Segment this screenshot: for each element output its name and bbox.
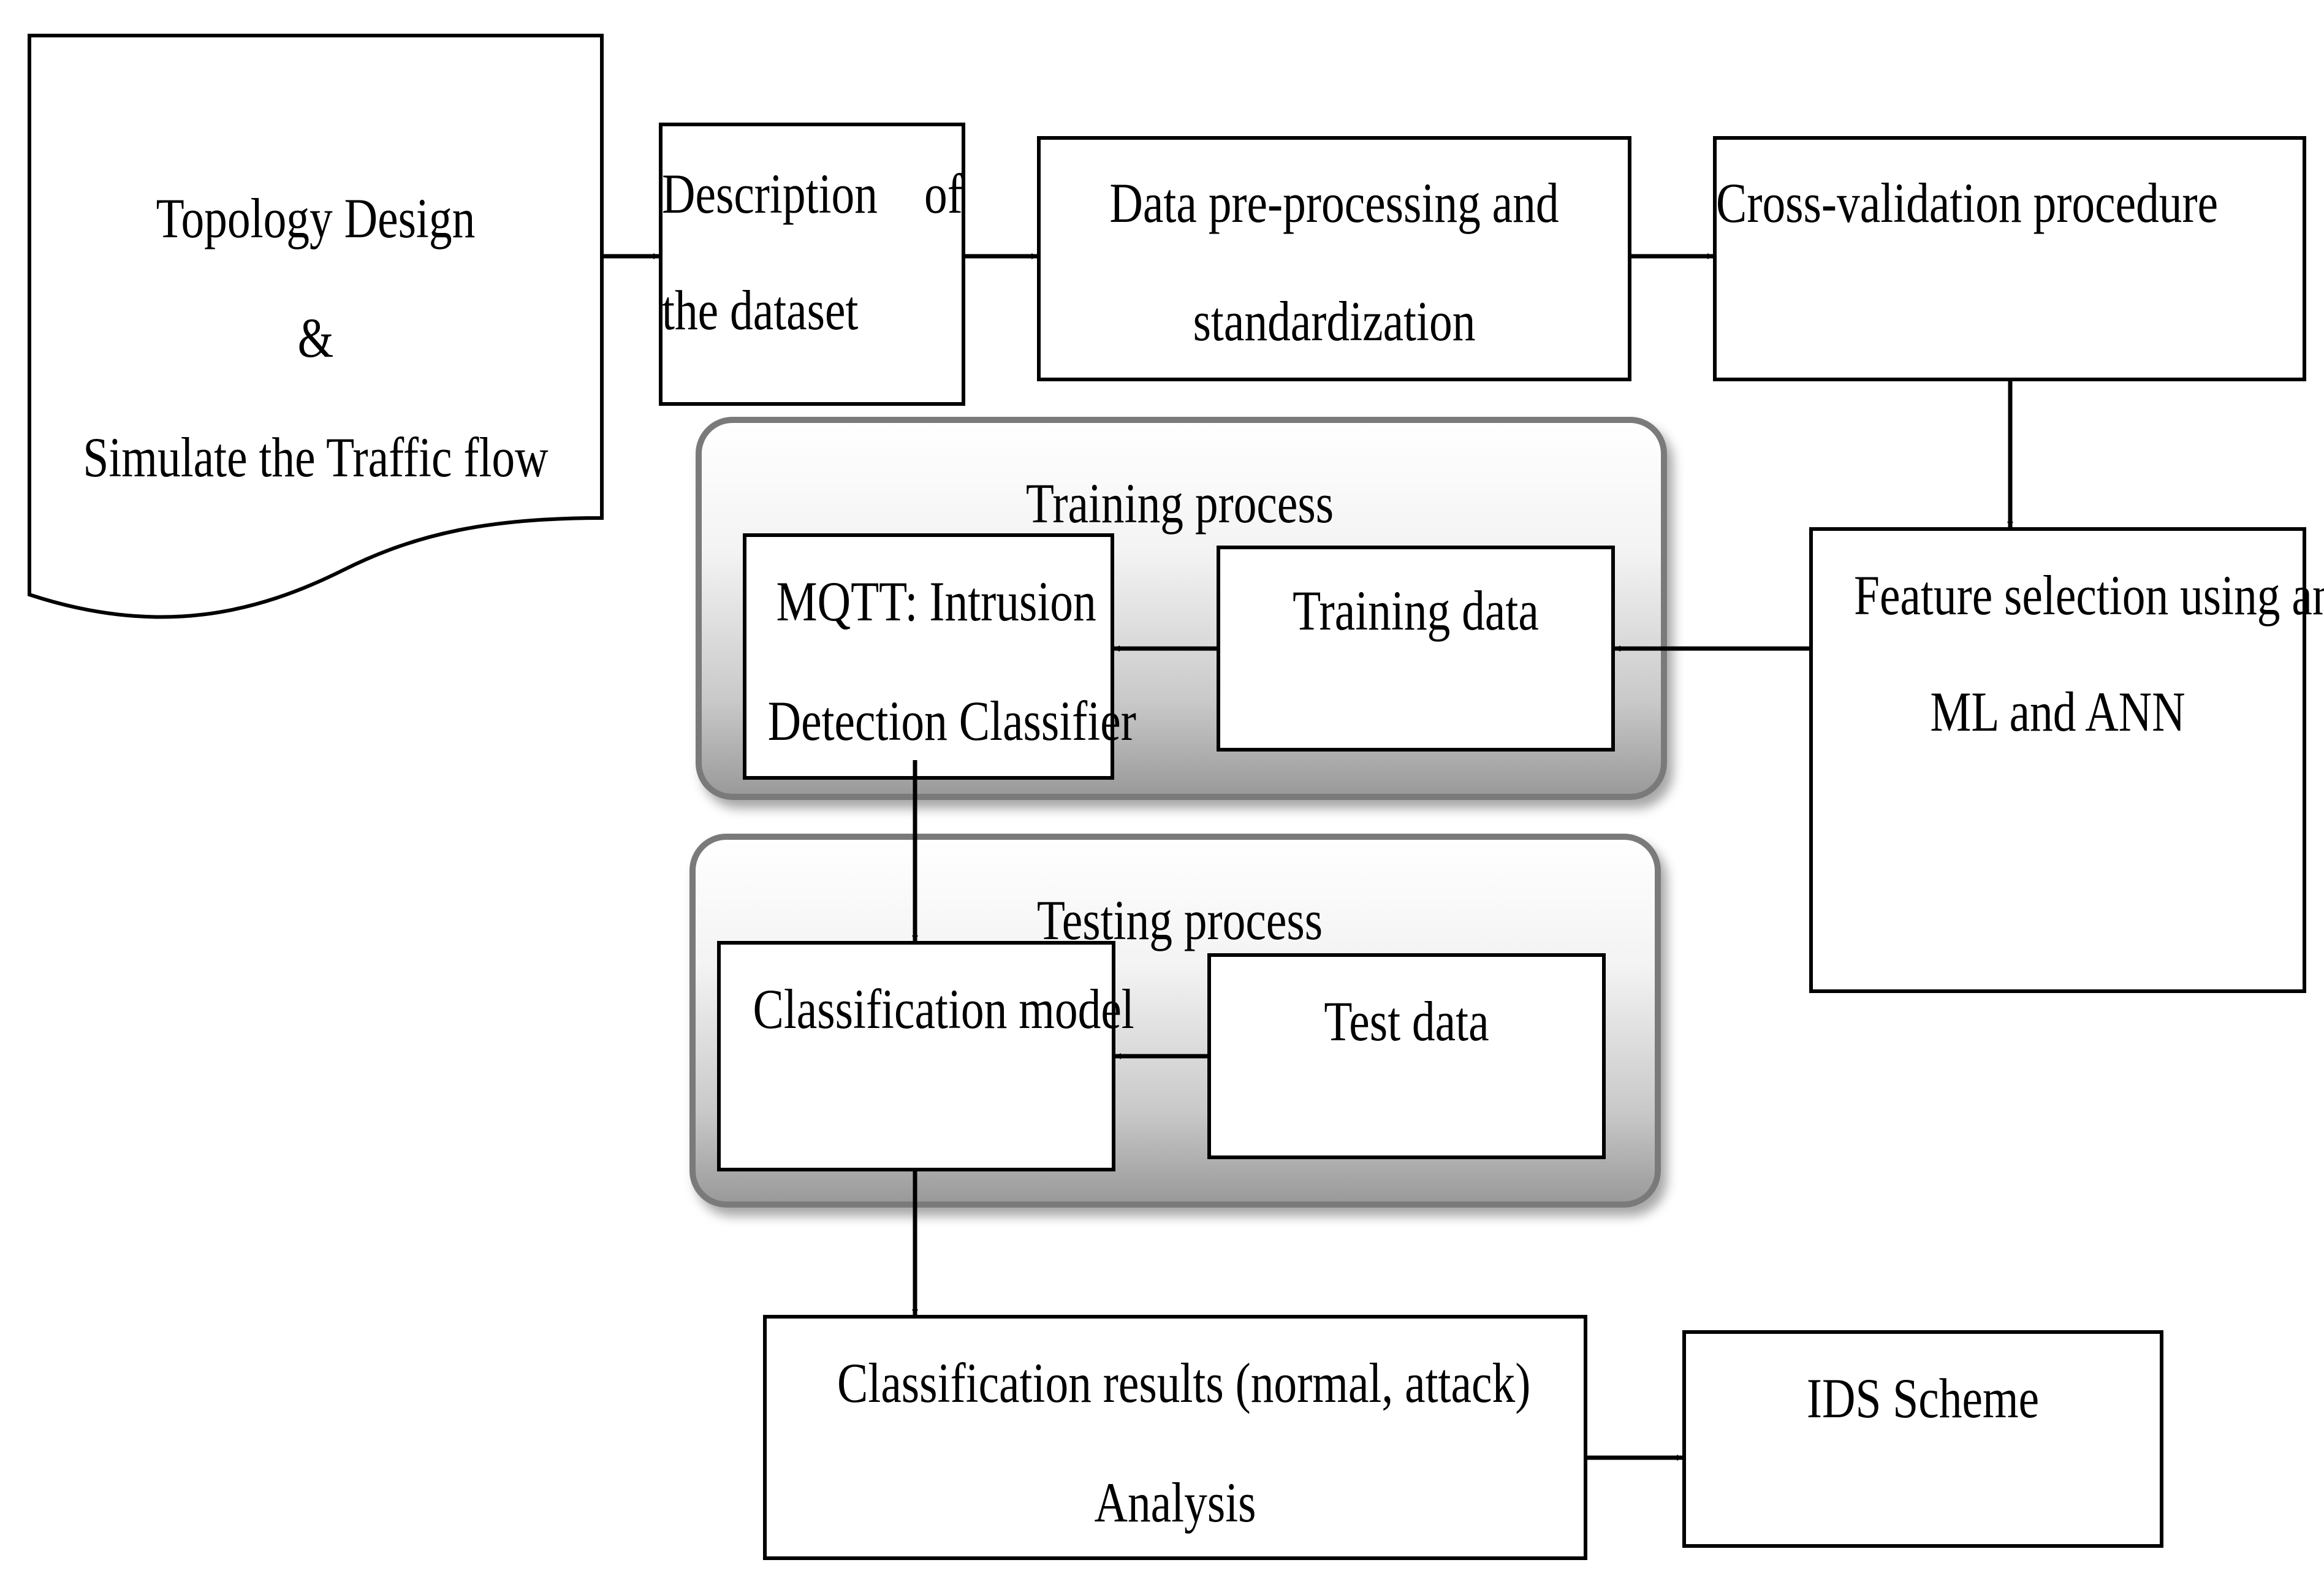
training-process-label: Training process — [1025, 472, 1334, 535]
ids-scheme-line1: IDS Scheme — [1806, 1367, 2040, 1429]
dataset-line2: the dataset — [662, 279, 859, 341]
dataset-box — [659, 123, 965, 406]
preprocessing-box — [1037, 136, 1631, 381]
testing-process-label: Testing process — [1036, 889, 1323, 951]
mqtt-classifier-line1: MQTT: Intrusion — [776, 570, 1096, 633]
results-line1: Classification results (normal, attack) — [837, 1352, 1531, 1414]
results-line2: Analysis — [1094, 1471, 1256, 1534]
topology-line3: Simulate the Traffic flow — [83, 426, 549, 489]
mqtt-classifier-box — [743, 533, 1114, 780]
mqtt-classifier-line2: Detection Classifier — [767, 690, 1136, 752]
feature-selection-line2: ML and ANN — [1930, 680, 2185, 743]
feature-selection-line1: Feature selection using an — [1853, 564, 2324, 626]
training-data-box — [1217, 546, 1615, 752]
test-data-line1: Test data — [1324, 990, 1489, 1053]
results-box — [763, 1315, 1587, 1560]
preprocessing-line1: Data pre-processing and — [1109, 172, 1559, 234]
classification-model-box — [717, 941, 1115, 1171]
dataset-line1-word1: Description — [662, 162, 878, 225]
ids-scheme-box — [1682, 1330, 2163, 1548]
feature-selection-box — [1809, 527, 2306, 993]
classification-model-line1: Classification model — [753, 978, 1134, 1040]
cross-validation-line1: Cross-validation procedure — [1716, 172, 2219, 234]
test-data-box — [1207, 953, 1606, 1159]
dataset-line1-word2: of — [924, 162, 963, 225]
topology-line2: & — [297, 306, 334, 369]
training-data-line1: Training data — [1293, 579, 1539, 642]
topology-line1: Topology Design — [156, 187, 476, 249]
cross-validation-box — [1713, 136, 2306, 381]
preprocessing-line2: standardization — [1193, 290, 1476, 352]
